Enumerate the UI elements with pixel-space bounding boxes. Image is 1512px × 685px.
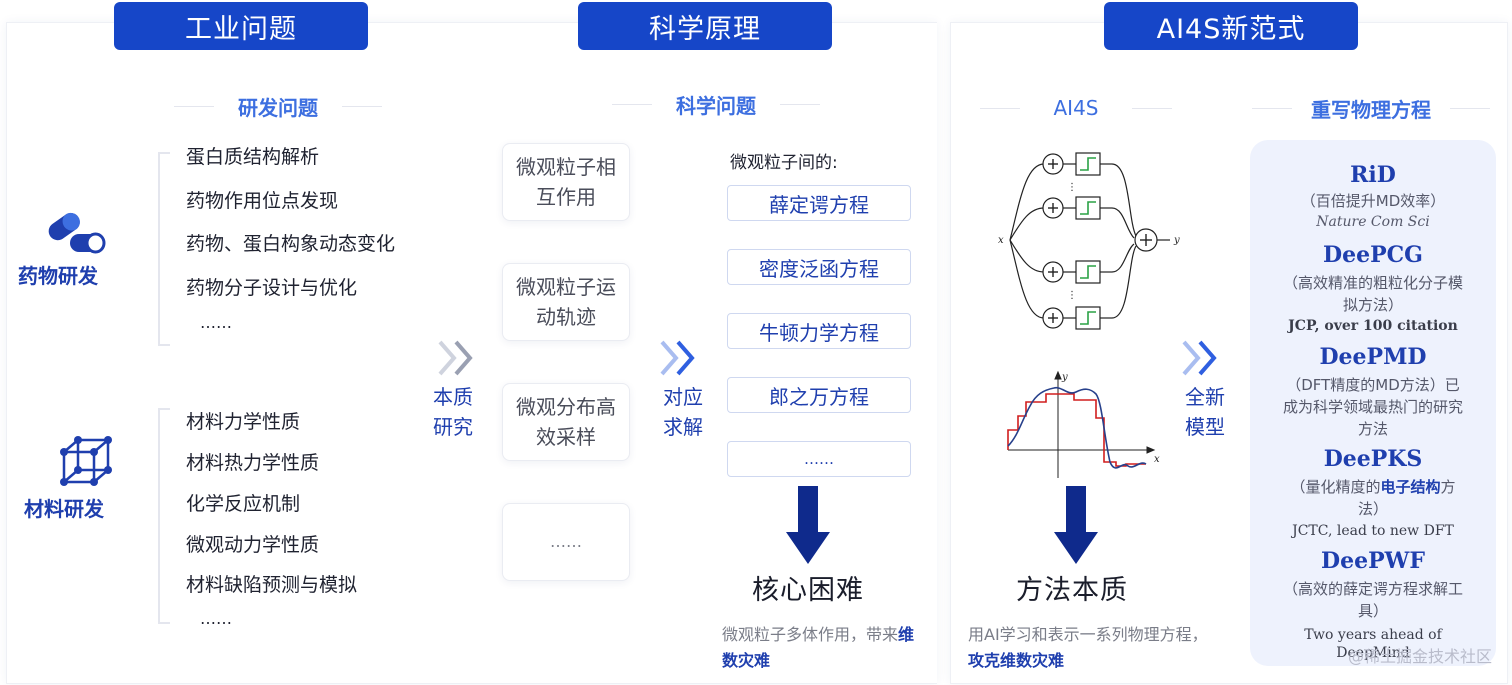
- double-chevron-icon: [1182, 340, 1217, 376]
- industry-subheading: 研发问题: [174, 88, 382, 124]
- header-industry: 工业问题: [114, 2, 368, 50]
- cube-lattice-icon: [60, 436, 112, 486]
- model-desc: （量化精度的电子结构方法）: [1280, 476, 1466, 520]
- model-desc-text: 方法）: [1357, 478, 1456, 518]
- material-item: ……: [200, 609, 232, 628]
- model-ref: JCTC, lead to new DFT: [1292, 523, 1454, 539]
- method-title: 方法本质: [1016, 575, 1128, 606]
- drug-label: 药物研发: [18, 264, 98, 288]
- model-name: DeePWF: [1321, 548, 1425, 574]
- nn-dots: ⋮: [1067, 182, 1077, 193]
- material-bracket: [158, 408, 170, 624]
- drug-item: 药物作用位点发现: [186, 190, 339, 212]
- ai4s-subheading: AI4S: [980, 90, 1172, 126]
- down-arrow-icon: [786, 486, 830, 564]
- model-desc: （高效精准的粗粒化分子模拟方法）: [1282, 274, 1463, 314]
- drug-item: 蛋白质结构解析: [186, 146, 320, 168]
- down-arrow-icon: [1054, 486, 1098, 564]
- plot-y-label: y: [1061, 372, 1068, 383]
- model-desc: （百倍提升MD效率）: [1300, 192, 1446, 210]
- model-name: DeePKS: [1323, 446, 1423, 472]
- equation-box: 牛顿力学方程: [727, 313, 911, 349]
- model-name: DeePMD: [1319, 344, 1427, 370]
- watermark: @稀土掘金技术社区: [1347, 647, 1492, 666]
- neural-network-diagram: x y ⋮ ⋮: [998, 152, 1180, 330]
- header-science: 科学原理: [578, 2, 832, 50]
- equation-box: 密度泛函方程: [727, 249, 911, 285]
- concept-box: 微观分布高效采样: [502, 383, 630, 461]
- model-ref: JCP, over 100 citation: [1288, 318, 1458, 334]
- material-label: 材料研发: [24, 497, 104, 521]
- concept-box: 微观粒子相互作用: [502, 143, 630, 221]
- model-name: DeePCG: [1323, 242, 1423, 268]
- model-name: RiD: [1350, 162, 1396, 188]
- nn-dots: ⋮: [1067, 290, 1077, 301]
- double-chevron-icon: [438, 340, 473, 376]
- material-item: 材料力学性质: [186, 411, 301, 433]
- approximation-plot: y x: [1007, 370, 1160, 478]
- method-note: 用AI学习和表示一系列物理方程， 攻克维数灾难: [968, 622, 1218, 674]
- equation-box: ……: [727, 441, 911, 477]
- arrow2-label: 对应求解: [663, 385, 703, 439]
- model-ref: Two years ahead of DeepMind: [1304, 627, 1442, 661]
- rewrite-subheading: 重写物理方程: [1252, 90, 1490, 126]
- model-desc: （高效的薛定谔方程求解工具）: [1282, 580, 1463, 620]
- arrow3-label: 全新模型: [1185, 385, 1225, 439]
- drug-bracket: [158, 152, 170, 346]
- model-ref: Nature Com Sci: [1316, 214, 1430, 230]
- industry-panel: [6, 22, 937, 684]
- arrow1-label: 本质研究: [433, 385, 473, 439]
- drug-item: 药物、蛋白构象动态变化: [186, 233, 396, 255]
- equation-box: 郎之万方程: [727, 377, 911, 413]
- material-item: 材料热力学性质: [186, 452, 320, 474]
- material-item: 微观动力学性质: [186, 534, 320, 556]
- plot-x-label: x: [1154, 454, 1160, 465]
- nn-y-label: y: [1173, 235, 1180, 246]
- core-note: 微观粒子多体作用，带来维数灾难: [722, 622, 922, 674]
- equation-box: 薛定谔方程: [727, 185, 911, 221]
- core-note-highlight: 维数灾难: [722, 625, 915, 670]
- models-panel: RiD （百倍提升MD效率） Nature Com Sci DeePCG （高效…: [1250, 140, 1496, 666]
- double-chevron-icon: [660, 340, 695, 376]
- drug-item: ……: [200, 313, 232, 332]
- model-desc-text: （量化精度的: [1290, 478, 1381, 496]
- model-desc: （DFT精度的MD方法）已成为科学领域最热门的研究方法: [1282, 376, 1463, 438]
- concept-box: 微观粒子运动轨迹: [502, 263, 630, 341]
- eq-title: 微观粒子间的:: [730, 153, 838, 173]
- material-item: 化学反应机制: [186, 493, 301, 515]
- core-title: 核心困难: [752, 575, 864, 606]
- method-note-highlight: 攻克维数灾难: [968, 651, 1065, 670]
- core-note-text: 微观粒子多体作用，带来: [722, 625, 899, 644]
- concept-box: ……: [502, 503, 630, 581]
- nn-x-label: x: [998, 235, 1004, 246]
- science-subheading: 科学问题: [612, 86, 820, 122]
- capsule-icon: [48, 212, 106, 254]
- method-note-text: 用AI学习和表示一系列物理方程，: [968, 625, 1208, 644]
- material-item: 材料缺陷预测与模拟: [186, 574, 358, 596]
- model-desc-highlight: 电子结构: [1380, 478, 1441, 496]
- drug-item: 药物分子设计与优化: [186, 277, 358, 299]
- header-ai4s: AI4S新范式: [1104, 2, 1358, 50]
